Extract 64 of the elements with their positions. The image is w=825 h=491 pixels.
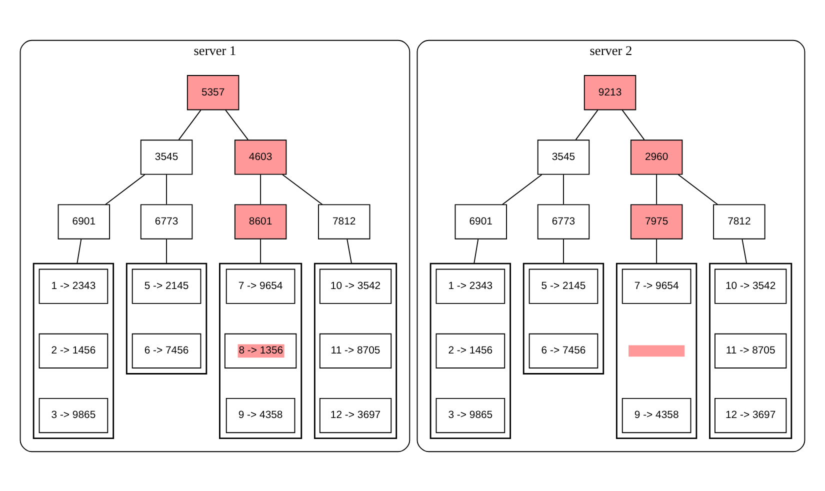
- node-box: 3 -> 9865: [38, 397, 108, 433]
- node-box: 8601: [234, 204, 287, 239]
- node-box: 11 -> 8705: [714, 332, 787, 368]
- cluster: [314, 262, 398, 439]
- connector: [76, 238, 82, 264]
- node-box: 12 -> 3697: [319, 397, 392, 433]
- node-box: 1 -> 2343: [436, 268, 506, 304]
- node-box: 9 -> 4358: [226, 397, 296, 433]
- connector: [656, 238, 658, 264]
- connector: [260, 238, 262, 264]
- connector: [678, 174, 718, 204]
- connector: [282, 174, 323, 204]
- connector: [178, 109, 202, 140]
- node-box: 7812: [318, 204, 370, 239]
- node-box: 6 -> 7456: [132, 332, 202, 368]
- connector: [105, 174, 146, 204]
- node-box: 1 -> 2343: [38, 268, 108, 304]
- node-box: 8 -> 1356: [224, 332, 297, 368]
- node-box: 5 -> 2145: [528, 268, 598, 304]
- node-bar: [628, 344, 685, 356]
- connector: [474, 238, 479, 264]
- node-box: 7975: [630, 204, 683, 239]
- node-box: 6901: [58, 204, 110, 239]
- cluster: [522, 262, 604, 374]
- node-box: 2 -> 1456: [38, 332, 108, 368]
- node-box: 3 -> 9865: [436, 397, 506, 433]
- connector: [742, 238, 748, 264]
- cluster: [126, 262, 208, 374]
- node-box: 4603: [234, 139, 287, 174]
- cluster: [616, 262, 698, 439]
- connector: [166, 174, 167, 204]
- connector: [166, 238, 167, 264]
- connector: [346, 238, 352, 264]
- connector: [563, 238, 564, 264]
- node-box: 6901: [454, 204, 507, 239]
- node-box: 10 -> 3542: [714, 268, 787, 304]
- node-box: 12 -> 3697: [714, 397, 787, 433]
- node-box: 10 -> 3542: [319, 268, 392, 304]
- node-box: 6773: [140, 204, 193, 239]
- node-box: 3545: [140, 139, 193, 174]
- cluster: [709, 262, 792, 439]
- node-box: 3545: [537, 139, 590, 174]
- connector: [260, 174, 262, 204]
- cluster: [32, 262, 114, 439]
- connector: [563, 174, 564, 204]
- node-box: 6 -> 7456: [528, 332, 598, 368]
- node-box: 7812: [713, 204, 766, 239]
- cluster: [430, 262, 512, 439]
- node-box: 6773: [537, 204, 590, 239]
- connector: [225, 109, 248, 140]
- node-box: 2 -> 1456: [436, 332, 506, 368]
- connector: [502, 174, 542, 204]
- cluster: [219, 262, 302, 439]
- connector: [575, 109, 598, 140]
- node-box: 2960: [630, 139, 683, 174]
- node-box: 9 -> 4358: [622, 397, 692, 433]
- node-box: 11 -> 8705: [319, 332, 392, 368]
- node-box: 9213: [584, 74, 636, 110]
- connector: [622, 109, 645, 140]
- node-box: 7 -> 9654: [622, 268, 692, 304]
- node-box: 7 -> 9654: [226, 268, 296, 304]
- connector: [656, 174, 658, 204]
- node-box: 5 -> 2145: [132, 268, 202, 304]
- node-box: 5357: [186, 74, 240, 110]
